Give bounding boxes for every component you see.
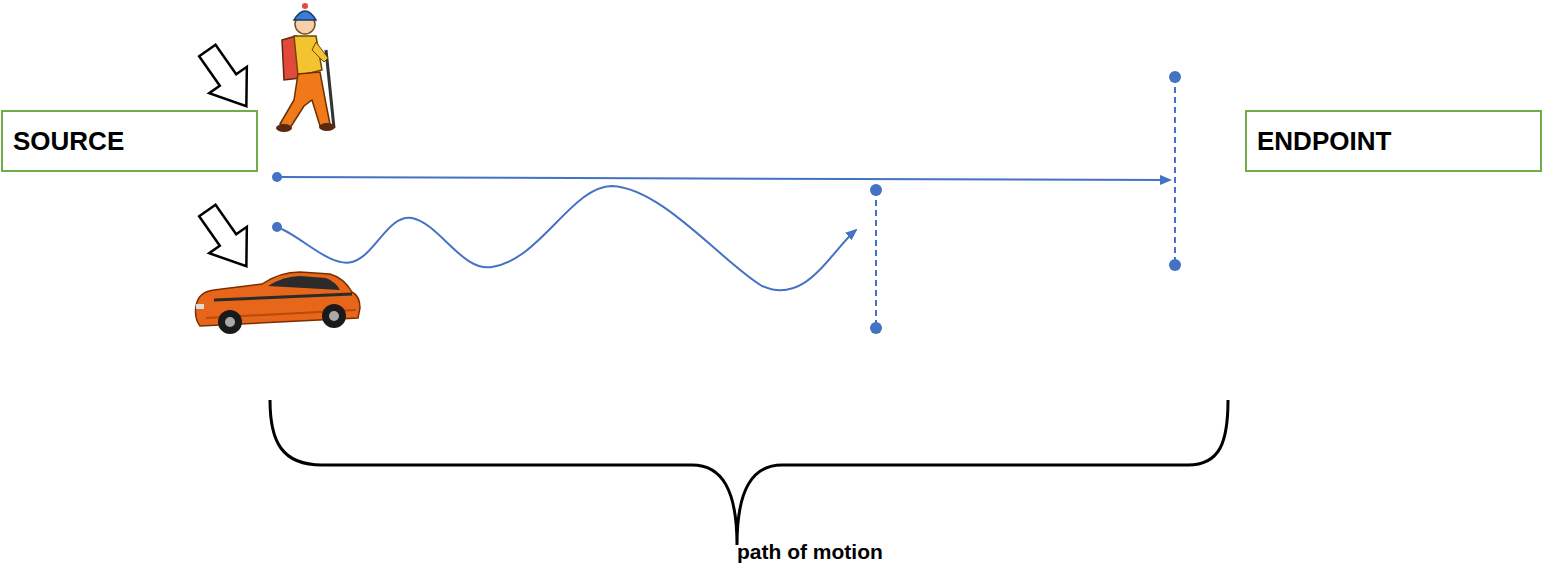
brace-label: path of motion — [737, 540, 883, 564]
box-title: SOURCE — [3, 126, 124, 157]
pointer-arrow — [189, 197, 266, 279]
endpoint-box: ENDPOINT — [1245, 110, 1542, 172]
straight-path — [277, 177, 1170, 180]
box-title: ENDPOINT — [1247, 126, 1391, 157]
car-figure — [196, 272, 361, 334]
curly-brace — [270, 400, 1228, 545]
wavy-path — [277, 186, 856, 290]
end-marker — [1174, 77, 1176, 265]
source-box: SOURCE — [1, 110, 258, 172]
hiker-figure — [276, 3, 335, 132]
end-marker — [875, 190, 877, 328]
pointer-arrow — [189, 37, 266, 119]
